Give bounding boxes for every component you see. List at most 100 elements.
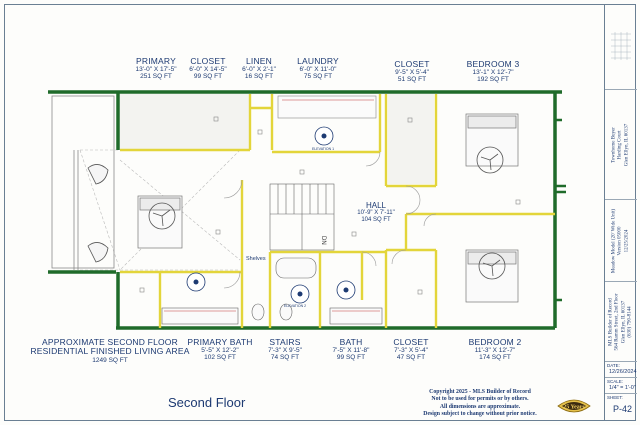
room-sqft: 51 SQ FT <box>397 76 427 84</box>
balcony-outline <box>51 95 115 270</box>
approx-area-label: APPROXIMATE SECOND FLOOR RESIDENTIAL FIN… <box>28 337 192 364</box>
approx-sqft: 1249 SQ FT <box>92 356 128 364</box>
title-block-builder: MLS Builder of Record 564 Ramm Street, 2… <box>605 282 637 362</box>
exterior-walls <box>48 90 562 330</box>
room-dims: 6'-0" X 11'-0" <box>299 66 337 74</box>
door-swings <box>223 151 437 289</box>
builder-line: Glen Ellyn, IL 60137 <box>621 300 626 343</box>
copyright-line: Design subject to change without prior n… <box>423 411 537 418</box>
sheet-border <box>4 4 636 421</box>
room-label-bedroom-2: BEDROOM 2 11'-3" X 12'-7" 174 SQ FT <box>462 337 528 362</box>
room-name: PRIMARY BATH <box>187 337 253 347</box>
room-label-closet-1: CLOSET 6'-0" X 14'-5" 99 SQ FT <box>180 56 236 81</box>
room-sqft: 74 SQ FT <box>270 354 300 362</box>
room-label-bedroom-3: BEDROOM 3 13'-1" X 12'-7" 192 SQ FT <box>460 59 526 84</box>
room-name: PRIMARY <box>136 56 176 66</box>
copyright-line: All dimensions are approximate. <box>439 403 521 410</box>
room-label-primary: PRIMARY 13'-0" X 17'-5" 251 SQ FT <box>126 56 186 81</box>
light-fixtures <box>139 116 521 295</box>
builder-line: 564 Ramm Street, 2nd Floor <box>614 292 620 351</box>
title-block-model: Meadow Model (20' Wide Unit) Version 050… <box>605 200 637 282</box>
floor-title: Second Floor <box>168 395 246 410</box>
room-label-laundry: LAUNDRY 6'-0" X 11'-0" 75 SQ FT <box>288 56 348 81</box>
room-name: STAIRS <box>269 337 301 347</box>
room-sqft: 99 SQ FT <box>193 73 223 81</box>
room-dims: 11'-3" X 12'-7" <box>474 347 516 355</box>
bed-bedroom-2 <box>465 249 519 303</box>
copyright-line: Copyright 2025 - MLS Builder of Record <box>429 389 531 395</box>
client-info: Townhome Buyer Harding Court Glen Ellyn,… <box>612 123 631 166</box>
date-value: 12/26/2024 <box>609 369 637 375</box>
badge-text: 25 Years <box>563 405 585 411</box>
laundry-counter <box>277 95 377 119</box>
room-label-primary-bath: PRIMARY BATH 5'-5" X 12'-2" 102 SQ FT <box>184 337 256 362</box>
bed-bedroom-3 <box>465 113 519 167</box>
room-sqft: 192 SQ FT <box>477 76 509 84</box>
room-name: CLOSET <box>394 59 430 69</box>
anniversary-badge: 25 Years <box>557 399 591 413</box>
room-dims: 13'-1" X 12'-7" <box>472 69 514 77</box>
model-info: Meadow Model (20' Wide Unit) Version 050… <box>612 208 631 272</box>
copyright-notice: Copyright 2025 - MLS Builder of Record N… <box>400 389 560 419</box>
approx-line-2: RESIDENTIAL FINISHED LIVING AREA <box>30 346 190 357</box>
title-block-sheet: SHEET: P-42 <box>605 394 637 421</box>
shelves-label: Shelves <box>246 256 266 262</box>
room-dims: 6'-0" X 2'-1" <box>242 66 276 74</box>
room-fills <box>120 94 434 184</box>
room-label-closet-2: CLOSET 9'-5" X 5'-4" 51 SQ FT <box>384 59 440 84</box>
room-label-stairs: STAIRS 7'-3" X 9'-5" 74 SQ FT <box>256 337 314 362</box>
copyright-line: Not to be used for permits or by others. <box>431 396 529 403</box>
exterior-side-markers <box>556 118 566 302</box>
room-sqft: 102 SQ FT <box>204 354 236 362</box>
room-sqft: 47 SQ FT <box>396 354 426 362</box>
room-sqft: 75 SQ FT <box>303 73 333 81</box>
model-line: 12/25/2024 <box>624 229 630 252</box>
chairs <box>87 164 109 263</box>
builder-info: MLS Builder of Record 564 Ramm Street, 2… <box>609 293 634 350</box>
room-sqft: 99 SQ FT <box>336 354 366 362</box>
red-annotations <box>164 99 380 312</box>
room-label-bath: BATH 7'-5" X 11'-8" 99 SQ FT <box>322 337 380 362</box>
room-sqft: 174 SQ FT <box>479 354 511 362</box>
room-label-closet-3: CLOSET 7'-3" X 5'-4" 47 SQ FT <box>384 337 438 362</box>
room-dims: 10'-9" X 7'-11" <box>357 210 395 217</box>
room-dims: 7'-3" X 5'-4" <box>394 347 428 355</box>
title-block-date: DATE: 12/26/2024 <box>605 362 637 378</box>
elevation-marker-centers <box>193 133 349 297</box>
room-name: LINEN <box>245 56 273 66</box>
client-line: Glen Ellyn, IL 60137 <box>624 123 630 166</box>
ceiling-fans <box>148 146 506 280</box>
room-dims: 6'-0" X 14'-5" <box>189 66 227 74</box>
room-sqft: 251 SQ FT <box>140 73 172 81</box>
sheet-label: SHEET: <box>607 395 623 400</box>
date-label: DATE: <box>607 363 620 368</box>
scale-label: SCALE: <box>607 379 624 384</box>
title-block-logo <box>605 4 637 90</box>
room-dims: 5'-5" X 12'-2" <box>201 347 239 355</box>
room-name: CLOSET <box>393 337 429 347</box>
room-label-hall: HALL 10'-9" X 7'-11" 104 SQ FT <box>348 201 404 224</box>
elevation-2-label: ELEVATION 2 <box>284 304 306 308</box>
stairs-down-label: DN <box>320 236 326 245</box>
stairs <box>269 183 335 251</box>
room-dims: 7'-3" X 9'-5" <box>268 347 302 355</box>
room-name: HALL <box>365 201 386 210</box>
room-name: BEDROOM 2 <box>468 337 522 347</box>
room-label-linen: LINEN 6'-0" X 2'-1" 16 SQ FT <box>234 56 284 81</box>
room-name: BEDROOM 3 <box>466 59 520 69</box>
room-name: BATH <box>339 337 363 347</box>
room-dims: 7'-5" X 11'-8" <box>332 347 370 355</box>
bath-fixtures <box>161 257 383 325</box>
room-dims: 13'-0" X 17'-5" <box>135 66 177 74</box>
room-dims: 9'-5" X 5'-4" <box>395 69 429 77</box>
scale-value: 1/4" = 1'-0" <box>609 385 636 391</box>
room-name: CLOSET <box>190 56 226 66</box>
elevation-1-label: ELEVATION 1 <box>312 147 334 151</box>
builder-line: (630) 790-8144 <box>627 305 633 338</box>
bed-primary <box>137 195 183 249</box>
title-block: Townhome Buyer Harding Court Glen Ellyn,… <box>604 4 637 421</box>
sheet-number: P-42 <box>613 404 633 414</box>
room-sqft: 16 SQ FT <box>244 73 274 81</box>
